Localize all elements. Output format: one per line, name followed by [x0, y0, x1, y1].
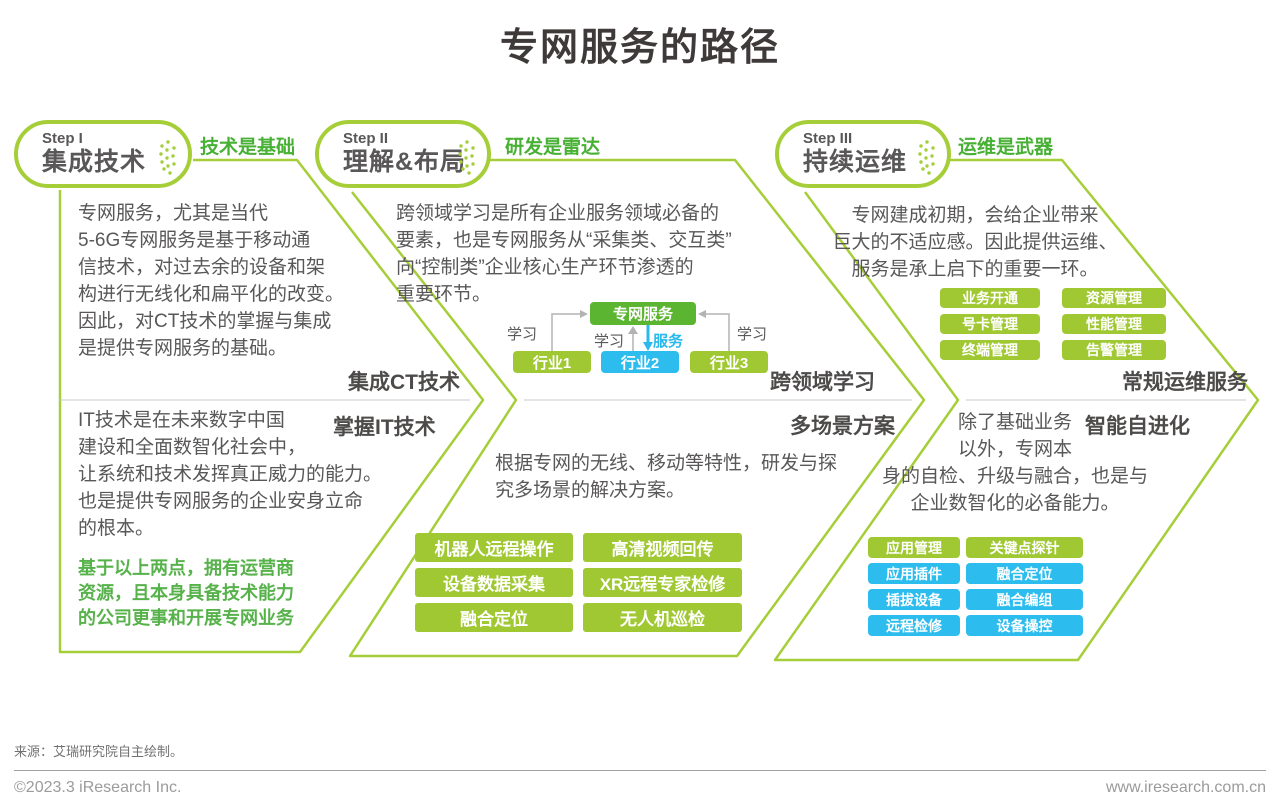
step1-bottom-label: 掌握IT技术: [333, 416, 436, 439]
service-chip: 应用插件: [868, 563, 960, 584]
step3-title: 持续运维: [803, 148, 908, 176]
serve-label: 服务: [653, 333, 684, 350]
service-chip: 关键点探针: [966, 537, 1083, 558]
service-chip: 资源管理: [1062, 288, 1166, 308]
service-chip: 融合定位: [415, 603, 573, 632]
learn-label-mid: 学习: [594, 333, 625, 350]
footer-divider: [14, 770, 1266, 771]
learn-label-right: 学习: [737, 326, 768, 343]
step3-motto: 运维是武器: [958, 137, 1054, 158]
step1-bottom-text: IT技术是在未来数字中国 建设和全面数智化社会中， 让系统和技术发挥真正威力的能…: [78, 410, 383, 539]
step2-bottom-label: 多场景方案: [790, 415, 895, 438]
service-chip: 应用管理: [868, 537, 960, 558]
dots-decoration-icon: [918, 140, 935, 175]
service-chip: XR远程专家检修: [583, 568, 742, 597]
service-chip: 高清视频回传: [583, 533, 742, 562]
source-note: 来源：艾瑞研究院自主绘制。: [14, 744, 184, 759]
service-chip: 业务开通: [940, 288, 1040, 308]
step1-top-label: 集成CT技术: [348, 371, 460, 394]
page-title: 专网服务的路径: [499, 27, 780, 69]
step1-highlight-text: 基于以上两点，拥有运营商 资源，且本身具备技术能力 的公司更事和开展专网业务: [78, 558, 294, 628]
diagram-industry1-box: 行业1: [513, 351, 591, 373]
step1-title: 集成技术: [42, 148, 147, 176]
service-chip: 远程检修: [868, 615, 960, 636]
arrowhead-left-icon: [698, 310, 706, 318]
service-chip: 设备操控: [966, 615, 1083, 636]
step2-pill: Step II 理解&布局: [315, 120, 491, 188]
step3-bottom-text: 除了基础业务 以外，专网本 身的自检、升级与融合，也是与 企业数智化的必备能力。: [881, 412, 1148, 514]
step2-motto: 研发是雷达: [505, 137, 601, 158]
step1-label: Step I: [42, 130, 83, 147]
step2-label: Step II: [343, 130, 389, 147]
service-chip: 终端管理: [940, 340, 1040, 360]
step1-pill: Step I 集成技术: [14, 120, 192, 188]
dots-decoration-icon: [159, 140, 176, 175]
service-chip: 融合定位: [966, 563, 1083, 584]
step3-top-text: 专网建成初期，会给企业带来 巨大的不适应感。因此提供运维、 服务是承上启下的重要…: [832, 205, 1118, 280]
step2-top-label: 跨领域学习: [770, 371, 875, 394]
diagram-center-box: 专网服务: [590, 302, 696, 325]
step1-top-text: 专网服务，尤其是当代 5-6G专网服务是基于移动通 信技术，对过去余的设备和架 …: [78, 203, 345, 359]
dots-decoration-icon: [458, 140, 475, 175]
arrowhead-up-icon: [628, 326, 638, 334]
website-link: www.iresearch.com.cn: [1105, 779, 1266, 796]
step2-title: 理解&布局: [343, 148, 467, 176]
copyright-text: ©2023.3 iResearch Inc.: [14, 779, 182, 796]
step3-bottom-label: 智能自进化: [1085, 415, 1190, 438]
step2-top-text: 跨领域学习是所有企业服务领域必备的 要素，也是专网服务从“采集类、交互类” 向“…: [396, 203, 732, 305]
arrowhead-right-icon: [580, 310, 588, 318]
service-chip: 性能管理: [1062, 314, 1166, 334]
learn-arrow-left: [551, 313, 580, 351]
service-chip: 设备数据采集: [415, 568, 573, 597]
learn-label-left: 学习: [507, 326, 538, 343]
service-chip: 插拔设备: [868, 589, 960, 610]
diagram-industry3-box: 行业3: [690, 351, 768, 373]
learn-arrow-right: [706, 313, 730, 351]
service-chip: 无人机巡检: [583, 603, 742, 632]
arrowhead-down-icon: [643, 342, 653, 351]
step3-label: Step III: [803, 130, 853, 147]
step3-pill: Step III 持续运维: [775, 120, 951, 188]
step3-top-label: 常规运维服务: [1122, 371, 1248, 394]
service-chip: 号卡管理: [940, 314, 1040, 334]
service-chip: 融合编组: [966, 589, 1083, 610]
diagram-industry2-box: 行业2: [601, 351, 679, 373]
step2-bottom-text: 根据专网的无线、移动等特性，研发与探 究多场景的解决方案。: [495, 453, 838, 501]
service-chip: 告警管理: [1062, 340, 1166, 360]
service-chip: 机器人远程操作: [415, 533, 573, 562]
step1-motto: 技术是基础: [200, 137, 296, 158]
